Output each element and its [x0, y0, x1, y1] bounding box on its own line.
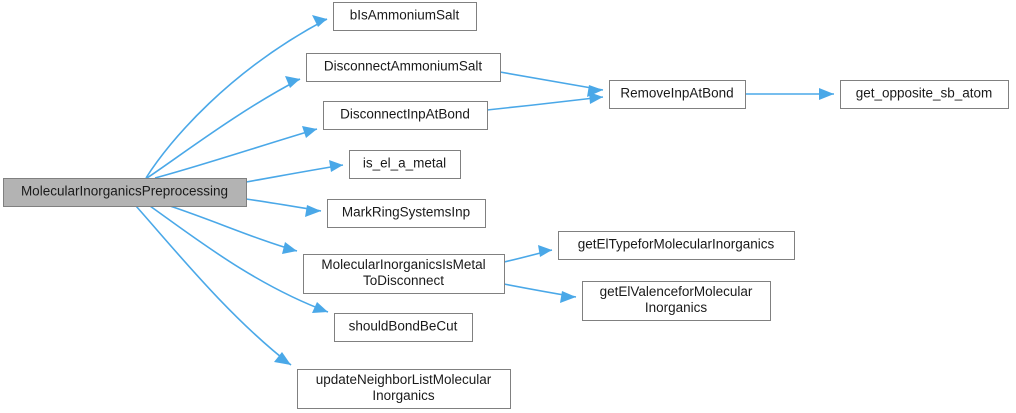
call-edge: [135, 205, 292, 366]
call-edge: [145, 15, 328, 179]
arrowhead-icon: [305, 205, 321, 217]
edge-line: [145, 18, 328, 179]
graph-node-root[interactable]: MolecularInorganicsPreprocessing: [3, 178, 247, 207]
call-edge: [154, 126, 318, 179]
arrowhead-icon: [312, 15, 327, 27]
graph-node-DisconnectInpAtBond[interactable]: DisconnectInpAtBond: [323, 101, 488, 130]
arrowhead-icon: [560, 291, 576, 303]
arrowhead-icon: [302, 126, 317, 138]
arrowhead-icon: [329, 160, 343, 172]
call-edge: [503, 245, 553, 263]
call-edge: [146, 76, 301, 179]
call-edge: [169, 205, 298, 254]
node-box[interactable]: [334, 313, 473, 342]
edge-line: [149, 205, 329, 313]
graph-node-getElTypeforMolecularInorganics[interactable]: getElTypeforMolecularInorganics: [558, 231, 795, 260]
node-box[interactable]: [327, 199, 486, 228]
edge-line: [135, 205, 292, 366]
edge-line: [169, 205, 298, 252]
call-edge: [149, 205, 329, 313]
graph-node-shouldBondBeCut[interactable]: shouldBondBeCut: [334, 313, 473, 342]
edge-line: [245, 164, 344, 183]
graph-node-MarkRingSystemsInp[interactable]: MarkRingSystemsInp: [327, 199, 486, 228]
node-box[interactable]: [840, 80, 1009, 109]
call-edge: [486, 92, 604, 111]
node-box[interactable]: [303, 254, 505, 294]
node-box[interactable]: [323, 101, 488, 130]
edge-line: [154, 128, 318, 179]
arrowhead-icon: [589, 92, 603, 104]
arrowhead-icon: [274, 352, 291, 365]
arrowhead-icon: [312, 302, 328, 313]
node-box[interactable]: [582, 281, 771, 321]
call-edge: [245, 198, 322, 217]
node-box[interactable]: [306, 53, 501, 82]
edges-layer: [135, 15, 834, 366]
node-box[interactable]: [558, 231, 795, 260]
graph-node-RemoveInpAtBond[interactable]: RemoveInpAtBond: [609, 80, 746, 109]
arrowhead-icon: [819, 88, 834, 100]
call-edge: [745, 88, 834, 100]
call-edge: [245, 160, 344, 183]
call-edge: [503, 283, 577, 303]
arrowhead-icon: [538, 245, 552, 257]
node-box[interactable]: [349, 150, 461, 179]
arrowhead-icon: [285, 76, 300, 88]
call-edge: [499, 71, 604, 97]
node-box[interactable]: [333, 2, 477, 31]
edge-line: [499, 71, 604, 91]
graph-node-is_el_a_metal[interactable]: is_el_a_metal: [349, 150, 461, 179]
node-box[interactable]: [609, 80, 746, 109]
graph-node-DisconnectAmmoniumSalt[interactable]: DisconnectAmmoniumSalt: [306, 53, 501, 82]
graph-node-get_opposite_sb_atom[interactable]: get_opposite_sb_atom: [840, 80, 1009, 109]
graph-node-bIsAmmoniumSalt[interactable]: bIsAmmoniumSalt: [333, 2, 477, 31]
node-box[interactable]: [3, 178, 247, 207]
arrowhead-icon: [282, 242, 297, 254]
edge-line: [486, 96, 604, 111]
node-box[interactable]: [297, 369, 511, 409]
edge-line: [146, 78, 301, 179]
nodes-layer: MolecularInorganicsPreprocessing bIsAmmon…: [3, 2, 1009, 409]
